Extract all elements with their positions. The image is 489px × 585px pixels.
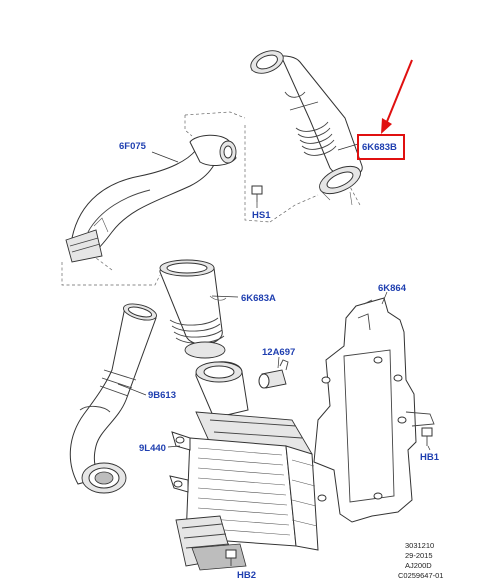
reference-line-2: 29-2015 xyxy=(405,551,433,560)
label-12a697: 12A697 xyxy=(262,347,295,358)
hose-lower xyxy=(69,303,157,494)
part-labels: 6K683B 6F075 HS1 6K683A 6K864 12A697 9B6… xyxy=(119,141,440,581)
bolt-hb2 xyxy=(225,549,237,566)
label-hb2: HB2 xyxy=(237,570,256,581)
hose-charge-inlet xyxy=(159,259,227,359)
label-9l440: 9L440 xyxy=(139,443,166,454)
label-6k683a: 6K683A xyxy=(241,293,276,304)
label-6f075: 6F075 xyxy=(119,141,147,152)
label-6k864: 6K864 xyxy=(378,283,407,294)
bracket-right xyxy=(313,297,435,523)
pipe-left xyxy=(65,134,237,263)
screw-hs1 xyxy=(251,185,263,208)
highlight-arrow-shaft xyxy=(385,59,413,125)
sensor-part xyxy=(258,359,289,389)
label-hs1: HS1 xyxy=(252,210,271,221)
label-hb1: HB1 xyxy=(420,452,440,463)
reference-line-3: AJ200D xyxy=(405,561,432,570)
label-6k683b: 6K683B xyxy=(362,142,397,153)
label-9b613: 9B613 xyxy=(148,390,176,401)
leader-lines xyxy=(117,143,431,451)
reference-block: 3031210 29-2015 AJ200D C0259647-01 xyxy=(398,541,443,580)
reference-line-4: C0259647-01 xyxy=(398,571,443,580)
reference-line-1: 3031210 xyxy=(405,541,434,550)
assembly-guides xyxy=(61,111,361,286)
intercooler-part xyxy=(169,361,319,571)
hose-upper-outlet xyxy=(250,50,363,206)
highlight-box xyxy=(357,134,405,160)
bolt-hb1 xyxy=(421,427,433,446)
highlight-arrow-head xyxy=(381,118,392,134)
highlight-annotation xyxy=(357,59,413,160)
